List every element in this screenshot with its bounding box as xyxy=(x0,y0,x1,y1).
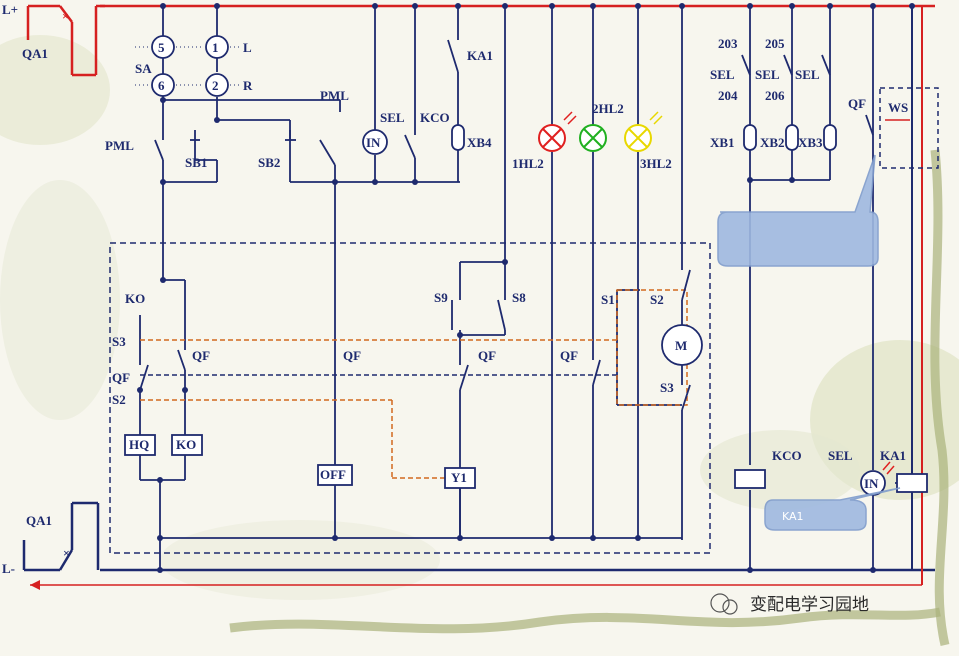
sa-label: SA xyxy=(135,61,152,76)
junction-dots xyxy=(137,3,915,573)
sa-contact-2: 2 xyxy=(212,78,219,93)
negative-bus-label: L- xyxy=(2,561,15,576)
ka1-bottom-label: KA1 xyxy=(880,448,906,463)
svg-text:×: × xyxy=(63,546,70,560)
lamp-2hl2-label: 2HL2 xyxy=(592,101,624,116)
callout-upper xyxy=(717,154,879,267)
lamp-2hl2 xyxy=(579,124,607,152)
mechanical-linkages xyxy=(140,289,688,479)
off-label: OFF xyxy=(320,467,346,482)
s3-left-label: S3 xyxy=(112,334,126,349)
in-indicator-bottom: IN xyxy=(860,461,895,496)
hq-coil xyxy=(124,434,156,456)
sb2-label: SB2 xyxy=(258,155,280,170)
xb3-link[interactable] xyxy=(823,124,837,151)
qa1-bottom-breaker: × xyxy=(22,501,100,572)
node-206: 206 xyxy=(765,88,785,103)
qa1-bottom-label: QA1 xyxy=(26,513,52,528)
sa-selector-switch[interactable] xyxy=(151,35,229,97)
hq-label: HQ xyxy=(129,437,149,452)
sa-contact-5: 5 xyxy=(158,40,165,55)
svg-text:×: × xyxy=(62,9,69,23)
motor: M xyxy=(661,324,703,366)
sel-top-label: SEL xyxy=(380,110,405,125)
ws-label: WS xyxy=(888,100,908,115)
sa-contact-6: 6 xyxy=(158,78,165,93)
sa-left-label: L xyxy=(243,40,252,55)
xb4-link[interactable] xyxy=(451,124,465,151)
ko-label: KO xyxy=(125,291,145,306)
mechanism-box xyxy=(109,242,711,554)
sa-right-label: R xyxy=(243,78,253,93)
s2-right-label: S2 xyxy=(650,292,664,307)
y1-label: Y1 xyxy=(451,470,467,485)
s2-left-label: S2 xyxy=(112,392,126,407)
y1-coil xyxy=(444,467,476,489)
lamp-1hl2-label: 1HL2 xyxy=(512,156,544,171)
watermark-text: 变配电学习园地 xyxy=(750,595,869,615)
qf-c-label: QF xyxy=(478,348,496,363)
sel-3-label: SEL xyxy=(795,67,820,82)
qf-b-label: QF xyxy=(112,370,130,385)
node-205: 205 xyxy=(765,36,785,51)
xb3-label: XB3 xyxy=(798,135,823,150)
xb2-label: XB2 xyxy=(760,135,785,150)
node-204: 204 xyxy=(718,88,738,103)
ws-box xyxy=(879,87,939,169)
callout-lower: KA1 xyxy=(764,487,901,531)
sel-bottom-label: SEL xyxy=(828,448,853,463)
qf-a-label: QF xyxy=(192,348,210,363)
qf-right-label: QF xyxy=(848,96,866,111)
lamp-3hl2 xyxy=(624,111,663,152)
s1-label: S1 xyxy=(601,292,615,307)
s3-right-label: S3 xyxy=(660,380,674,395)
pml-left-label: PML xyxy=(105,138,134,153)
sb1-label: SB1 xyxy=(185,155,207,170)
motor-label: M xyxy=(675,338,687,353)
sb2-pushbutton[interactable] xyxy=(285,130,296,141)
lamp-3hl2-label: 3HL2 xyxy=(640,156,672,171)
kco-coil xyxy=(734,469,766,489)
xb1-link[interactable] xyxy=(743,124,757,151)
qf-mid-label: QF xyxy=(343,348,361,363)
qf-d-label: QF xyxy=(560,348,578,363)
qa1-top-breaker: × xyxy=(26,4,105,77)
kco-bottom-label: KCO xyxy=(772,448,802,463)
callout-lower-text: KA1 xyxy=(782,510,804,523)
in-top-label: IN xyxy=(366,135,381,150)
ko-coil xyxy=(171,434,203,456)
sb1-pushbutton[interactable] xyxy=(190,130,200,141)
sel-1-label: SEL xyxy=(710,67,735,82)
lamp-1hl2 xyxy=(538,111,577,152)
off-coil xyxy=(317,464,353,486)
in-bottom-label: IN xyxy=(864,476,879,491)
xb1-label: XB1 xyxy=(710,135,735,150)
s9-label: S9 xyxy=(434,290,448,305)
ko-coil-label: KO xyxy=(176,437,196,452)
ka1-top-label: KA1 xyxy=(467,48,493,63)
qa1-top-label: QA1 xyxy=(22,46,48,61)
ka1-relay xyxy=(896,473,928,493)
pml-right-label: PML xyxy=(320,88,349,103)
positive-bus-label: L+ xyxy=(2,2,18,17)
in-indicator-top: IN xyxy=(362,129,388,155)
xb4-label: XB4 xyxy=(467,135,492,150)
xb2-link[interactable] xyxy=(785,124,799,151)
s8-label: S8 xyxy=(512,290,526,305)
sel-2-label: SEL xyxy=(755,67,780,82)
watermark: 变配电学习园地 xyxy=(710,593,869,615)
sa-contact-1: 1 xyxy=(212,40,219,55)
node-203: 203 xyxy=(718,36,738,51)
kco-top-label: KCO xyxy=(420,110,450,125)
